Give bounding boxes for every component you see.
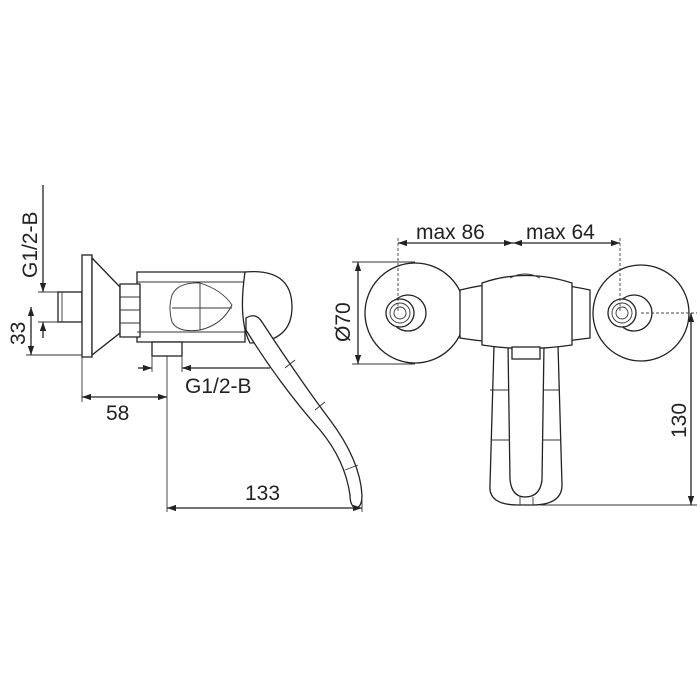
wall-plate — [81, 254, 93, 358]
rosette-cone — [91, 256, 121, 357]
right-eccentric — [607, 294, 653, 332]
side-view: G1/2-B 33 G1/2-B 58 133 — [7, 185, 363, 512]
front-view: max 86 max 64 Ø70 130 — [332, 221, 697, 506]
central-body — [481, 274, 573, 350]
hex-nut — [119, 283, 141, 338]
left-eccentric — [385, 294, 427, 332]
lever-handle — [245, 315, 363, 509]
dim-outlet-thread: G1/2-B — [185, 375, 252, 398]
dim-wall-to-outlet: 58 — [106, 402, 129, 425]
outlet-connector — [151, 341, 183, 357]
dim-lever-height: 130 — [668, 403, 691, 438]
dim-inlet-height: 33 — [7, 322, 30, 345]
dim-left-spacing: max 86 — [416, 221, 485, 244]
outlet-connector-front — [511, 346, 541, 360]
lever-u-handle — [489, 344, 563, 506]
dim-right-spacing: max 64 — [526, 221, 595, 244]
dim-lever-reach: 133 — [245, 482, 280, 505]
mixer-body — [136, 271, 246, 343]
dim-inlet-thread: G1/2-B — [19, 211, 42, 278]
dim-rosette-diameter: Ø70 — [332, 302, 355, 342]
